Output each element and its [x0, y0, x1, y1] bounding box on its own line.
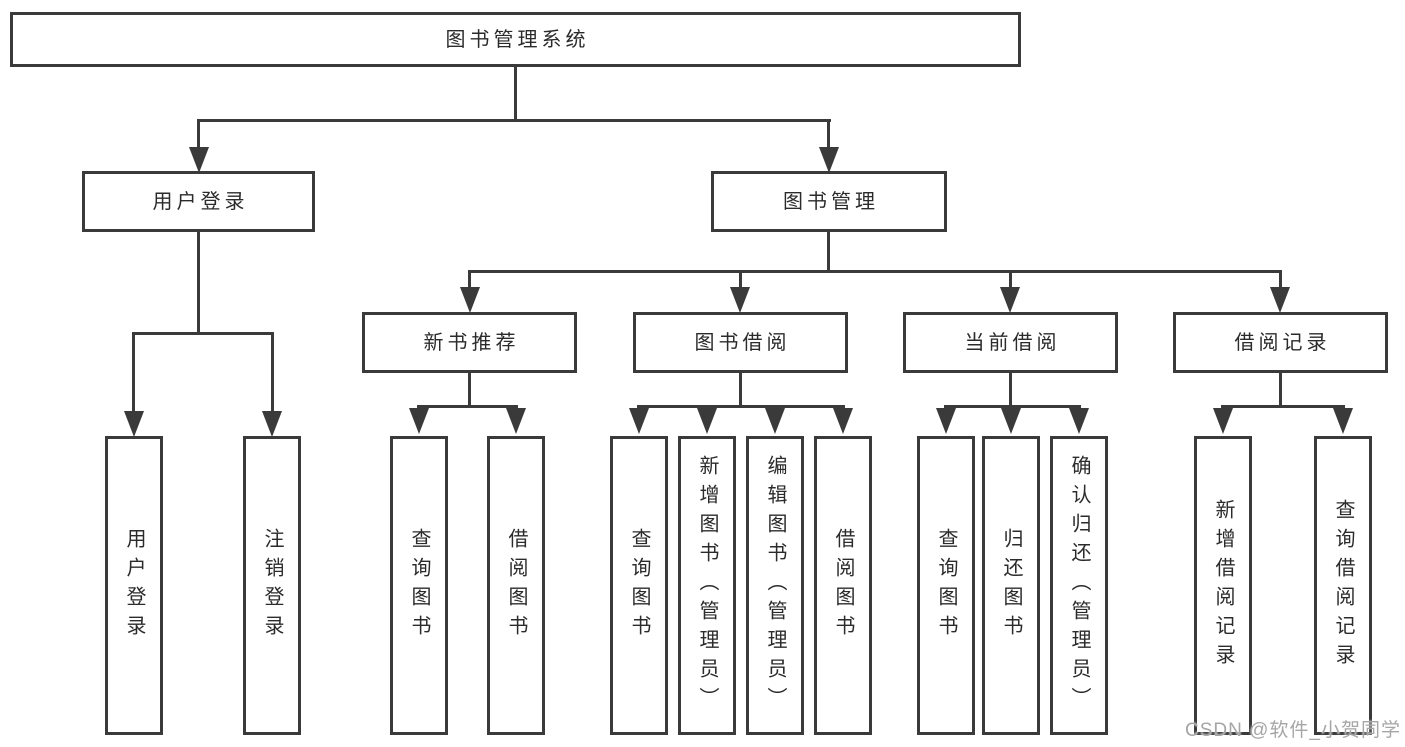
arrowhead-borrow-record-icon [1270, 287, 1290, 313]
leaf-label: 借阅图书 [832, 527, 854, 644]
arrowhead-leaf-icon [1333, 408, 1353, 434]
arrowhead-leaf-icon [506, 408, 526, 434]
node-current-borrow-label: 当前借阅 [964, 331, 1061, 354]
arrowhead-leaf-icon [1213, 408, 1233, 434]
leaf-user-login: 用户登录 [105, 436, 163, 735]
leaf-label: 注销登录 [261, 527, 283, 644]
connector-drop-user-login [197, 119, 200, 150]
leaf-current-confirm-admin: 确认归还（管理员） [1050, 436, 1108, 735]
node-new-book: 新书推荐 [362, 312, 577, 373]
arrowhead-book-borrow-icon [730, 287, 750, 313]
arrowhead-leaf-icon [409, 408, 429, 434]
leaf-label: 查询图书 [628, 527, 650, 644]
arrowhead-leaf-icon [936, 408, 956, 434]
connector-current-borrow-rail [944, 405, 1081, 408]
leaf-label: 编辑图书（管理员） [764, 455, 786, 716]
leaf-borrow-borrow: 借阅图书 [814, 436, 872, 735]
arrowhead-new-book-icon [460, 287, 480, 313]
node-current-borrow: 当前借阅 [903, 312, 1118, 373]
arrowhead-leaf-icon [1001, 408, 1021, 434]
leaf-label: 确认归还（管理员） [1068, 455, 1090, 716]
connector-drop-current-borrow [1009, 270, 1012, 290]
arrowhead-leaf-icon [697, 408, 717, 434]
leaf-label: 新增借阅记录 [1212, 498, 1234, 673]
connector-book-mgmt-rail [468, 270, 1282, 273]
leaf-borrow-edit-admin: 编辑图书（管理员） [746, 436, 804, 735]
leaf-label: 归还图书 [1000, 527, 1022, 644]
connector-drop-new-book [468, 270, 471, 290]
connector-book-mgmt-stem [827, 231, 830, 273]
leaf-current-query: 查询图书 [917, 436, 975, 735]
connector-book-borrow-rail [637, 405, 845, 408]
leaf-label: 查询图书 [408, 527, 430, 644]
leaf-newbook-query: 查询图书 [390, 436, 448, 735]
leaf-current-return: 归还图书 [982, 436, 1040, 735]
arrowhead-logout-leaf-icon [262, 411, 282, 437]
node-root-label: 图书管理系统 [445, 28, 590, 51]
leaf-label: 用户登录 [123, 527, 145, 644]
leaf-label: 查询图书 [935, 527, 957, 644]
connector-drop-login-leaf [132, 332, 135, 413]
leaf-newbook-borrow: 借阅图书 [487, 436, 545, 735]
arrowhead-leaf-icon [833, 408, 853, 434]
node-user-login-label: 用户登录 [152, 190, 249, 213]
arrowhead-login-leaf-icon [124, 411, 144, 437]
node-book-borrow-label: 图书借阅 [694, 331, 791, 354]
connector-borrow-record-stem [1279, 372, 1282, 408]
connector-borrow-record-rail [1221, 405, 1345, 408]
arrowhead-current-borrow-icon [1000, 287, 1020, 313]
node-book-mgmt-label: 图书管理 [783, 190, 879, 213]
node-borrow-record: 借阅记录 [1173, 312, 1388, 373]
connector-user-login-stem [197, 231, 200, 335]
connector-drop-book-borrow [739, 270, 742, 290]
leaf-label: 查询借阅记录 [1332, 498, 1354, 673]
connector-drop-logout-leaf [271, 332, 274, 413]
leaf-label: 借阅图书 [505, 527, 527, 644]
connector-user-login-rail [132, 332, 274, 335]
leaf-borrow-query: 查询图书 [610, 436, 668, 735]
node-borrow-record-label: 借阅记录 [1234, 331, 1331, 354]
arrowhead-user-login-icon [189, 147, 209, 173]
leaf-borrow-add-admin: 新增图书（管理员） [678, 436, 736, 735]
connector-drop-borrow-record [1279, 270, 1282, 290]
node-new-book-label: 新书推荐 [423, 331, 520, 354]
connector-root-stem [514, 67, 517, 122]
leaf-label: 新增图书（管理员） [696, 455, 718, 716]
connector-root-rail [197, 119, 831, 122]
node-book-mgmt: 图书管理 [711, 171, 947, 232]
node-root: 图书管理系统 [10, 12, 1021, 67]
node-user-login: 用户登录 [82, 171, 315, 232]
connector-drop-book-mgmt [827, 119, 830, 150]
leaf-record-query: 查询借阅记录 [1314, 436, 1372, 735]
connector-current-borrow-stem [1009, 372, 1012, 408]
leaf-logout: 注销登录 [243, 436, 301, 735]
watermark: CSDN @软件_小贺同学 [1185, 720, 1401, 741]
connector-book-borrow-stem [739, 372, 742, 408]
arrowhead-leaf-icon [1069, 408, 1089, 434]
arrowhead-book-mgmt-icon [819, 147, 839, 173]
leaf-record-add: 新增借阅记录 [1194, 436, 1252, 735]
node-book-borrow: 图书借阅 [633, 312, 848, 373]
connector-new-book-rail [417, 405, 518, 408]
arrowhead-leaf-icon [629, 408, 649, 434]
arrowhead-leaf-icon [765, 408, 785, 434]
connector-new-book-stem [468, 372, 471, 408]
